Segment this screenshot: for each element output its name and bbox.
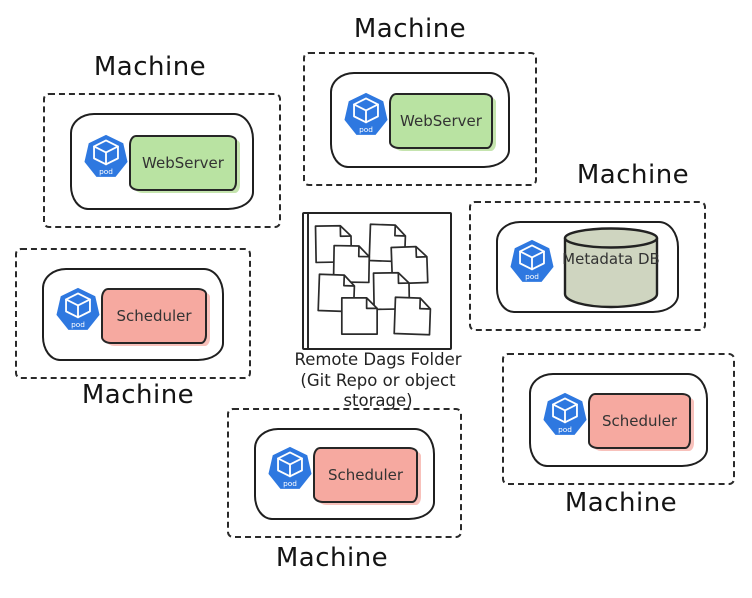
svg-text:pod: pod [525, 272, 539, 281]
svg-text:pod: pod [359, 125, 373, 134]
webserver-box: WebServer [389, 93, 493, 149]
pod-icon: pod [56, 287, 100, 330]
node-box: pod Scheduler [42, 268, 224, 361]
machine-label: Machine [576, 160, 690, 190]
machine-dashed-box: pod WebServer [43, 93, 281, 228]
metadata-db-cylinder: Metadata DB [561, 226, 661, 310]
pod-icon: pod [84, 134, 128, 177]
machine-label: Machine [564, 488, 678, 518]
node-box: pod WebServer [70, 113, 254, 210]
scheduler-box: Scheduler [313, 447, 418, 503]
dags-folder-square [302, 212, 452, 350]
machine-label: Machine [93, 52, 207, 82]
machine-label: Machine [275, 543, 389, 573]
pod-icon: pod [268, 446, 312, 489]
node-box: pod Metadata DB [496, 221, 679, 313]
svg-text:pod: pod [99, 167, 113, 176]
node-box: pod Scheduler [254, 428, 435, 520]
document-icon [390, 294, 433, 337]
machine-dashed-box: pod Scheduler [502, 353, 735, 485]
machine-label: Machine [353, 14, 467, 44]
document-icon [338, 295, 380, 337]
node-box: pod WebServer [330, 72, 510, 168]
webserver-box: WebServer [129, 134, 237, 191]
dags-folder-caption: Remote Dags Folder (Git Repo or object s… [294, 350, 462, 411]
scheduler-box: Scheduler [588, 393, 691, 449]
db-label: Metadata DB [562, 250, 660, 268]
svg-text:pod: pod [558, 425, 572, 434]
pod-icon: pod [543, 392, 587, 435]
pod-icon: pod [344, 92, 388, 135]
machine-label: Machine [81, 380, 195, 410]
machine-dashed-box: pod Scheduler [15, 248, 251, 379]
machine-dashed-box: pod WebServer [303, 52, 537, 186]
svg-text:pod: pod [71, 320, 85, 329]
svg-text:pod: pod [283, 479, 297, 488]
scheduler-box: Scheduler [101, 287, 207, 344]
machine-dashed-box: pod Scheduler [227, 408, 462, 538]
machine-dashed-box: pod Metadata DB [469, 201, 706, 331]
pod-icon: pod [510, 239, 554, 282]
node-box: pod Scheduler [529, 373, 708, 467]
